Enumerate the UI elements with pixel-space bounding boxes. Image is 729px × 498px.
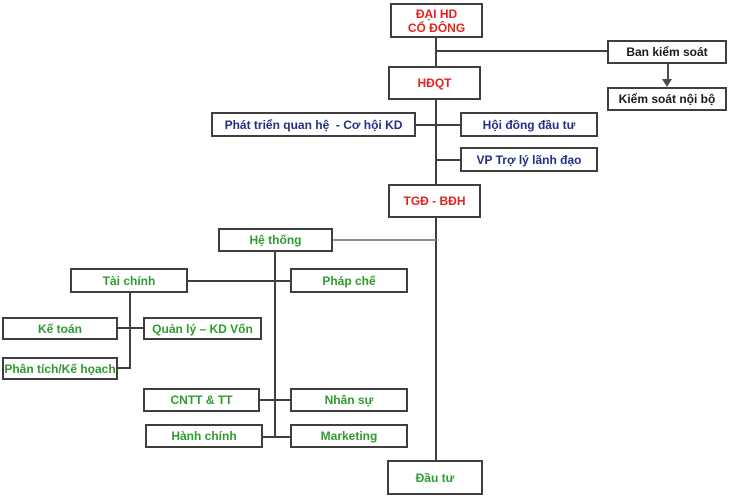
- node-legal: Pháp chế: [290, 268, 408, 293]
- node-capital-management: Quản lý – KD Vốn: [143, 317, 262, 340]
- node-marketing: Marketing: [290, 424, 408, 448]
- node-investment: Đầu tư: [387, 460, 483, 495]
- connector-hdqt-tgd: [435, 100, 437, 184]
- node-executive-office: VP Trợ lý lãnh đạo: [460, 147, 598, 172]
- node-it-communications: CNTT & TT: [143, 388, 260, 412]
- connector-supervisory-to-internal: [667, 63, 669, 80]
- node-hr: Nhân sự: [290, 388, 408, 412]
- node-investment-council: Hội đồng đầu tư: [460, 112, 598, 137]
- node-system: Hệ thống: [218, 228, 333, 252]
- connector-it-hr: [260, 399, 291, 401]
- connector-system-spine: [274, 252, 276, 438]
- connector-admin-marketing: [263, 436, 291, 438]
- connector-to-supervisory-board: [437, 50, 607, 52]
- connector-finance-spine: [129, 293, 131, 369]
- connector-analysis: [118, 367, 131, 369]
- node-supervisory-board: Ban kiểm soát: [607, 40, 727, 64]
- connector-tgd-investment-trunk: [435, 218, 437, 460]
- node-admin: Hành chính: [145, 424, 263, 448]
- arrow-down-icon: [662, 79, 672, 87]
- node-ceo-board: TGĐ - BĐH: [388, 184, 481, 218]
- connector-finance-legal: [188, 280, 290, 282]
- node-board-of-directors: HĐQT: [388, 66, 481, 100]
- connector-relations-investment-council: [416, 124, 460, 126]
- connector-accounting-capital: [118, 327, 144, 329]
- node-finance: Tài chính: [70, 268, 188, 293]
- connector-system-trunk: [333, 239, 436, 241]
- node-shareholders: ĐẠI HD CỔ ĐÔNG: [390, 3, 483, 38]
- connector-to-executive-office: [436, 159, 460, 161]
- node-internal-control: Kiểm soát nội bộ: [607, 87, 727, 111]
- node-relations-development: Phát triển quan hệ - Cơ hội KD: [211, 112, 416, 137]
- node-accounting: Kế toán: [2, 317, 118, 340]
- node-analysis-planning: Phân tích/Kế họach: [2, 357, 118, 380]
- connector-shareholders-hdqt: [435, 37, 437, 66]
